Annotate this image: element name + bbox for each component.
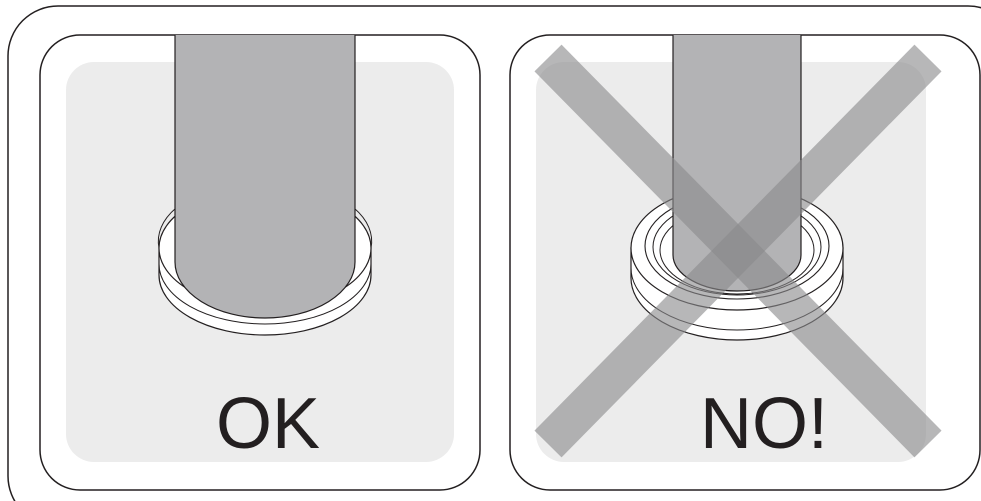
pipe-in-flush-ring-icon (157, 35, 373, 336)
ok-pipe (174, 35, 356, 319)
no-label: NO! (700, 384, 828, 464)
no-panel: NO! (509, 34, 981, 491)
ok-panel: OK (39, 34, 481, 491)
ok-label: OK (216, 384, 320, 464)
x-mark-icon (534, 44, 942, 458)
